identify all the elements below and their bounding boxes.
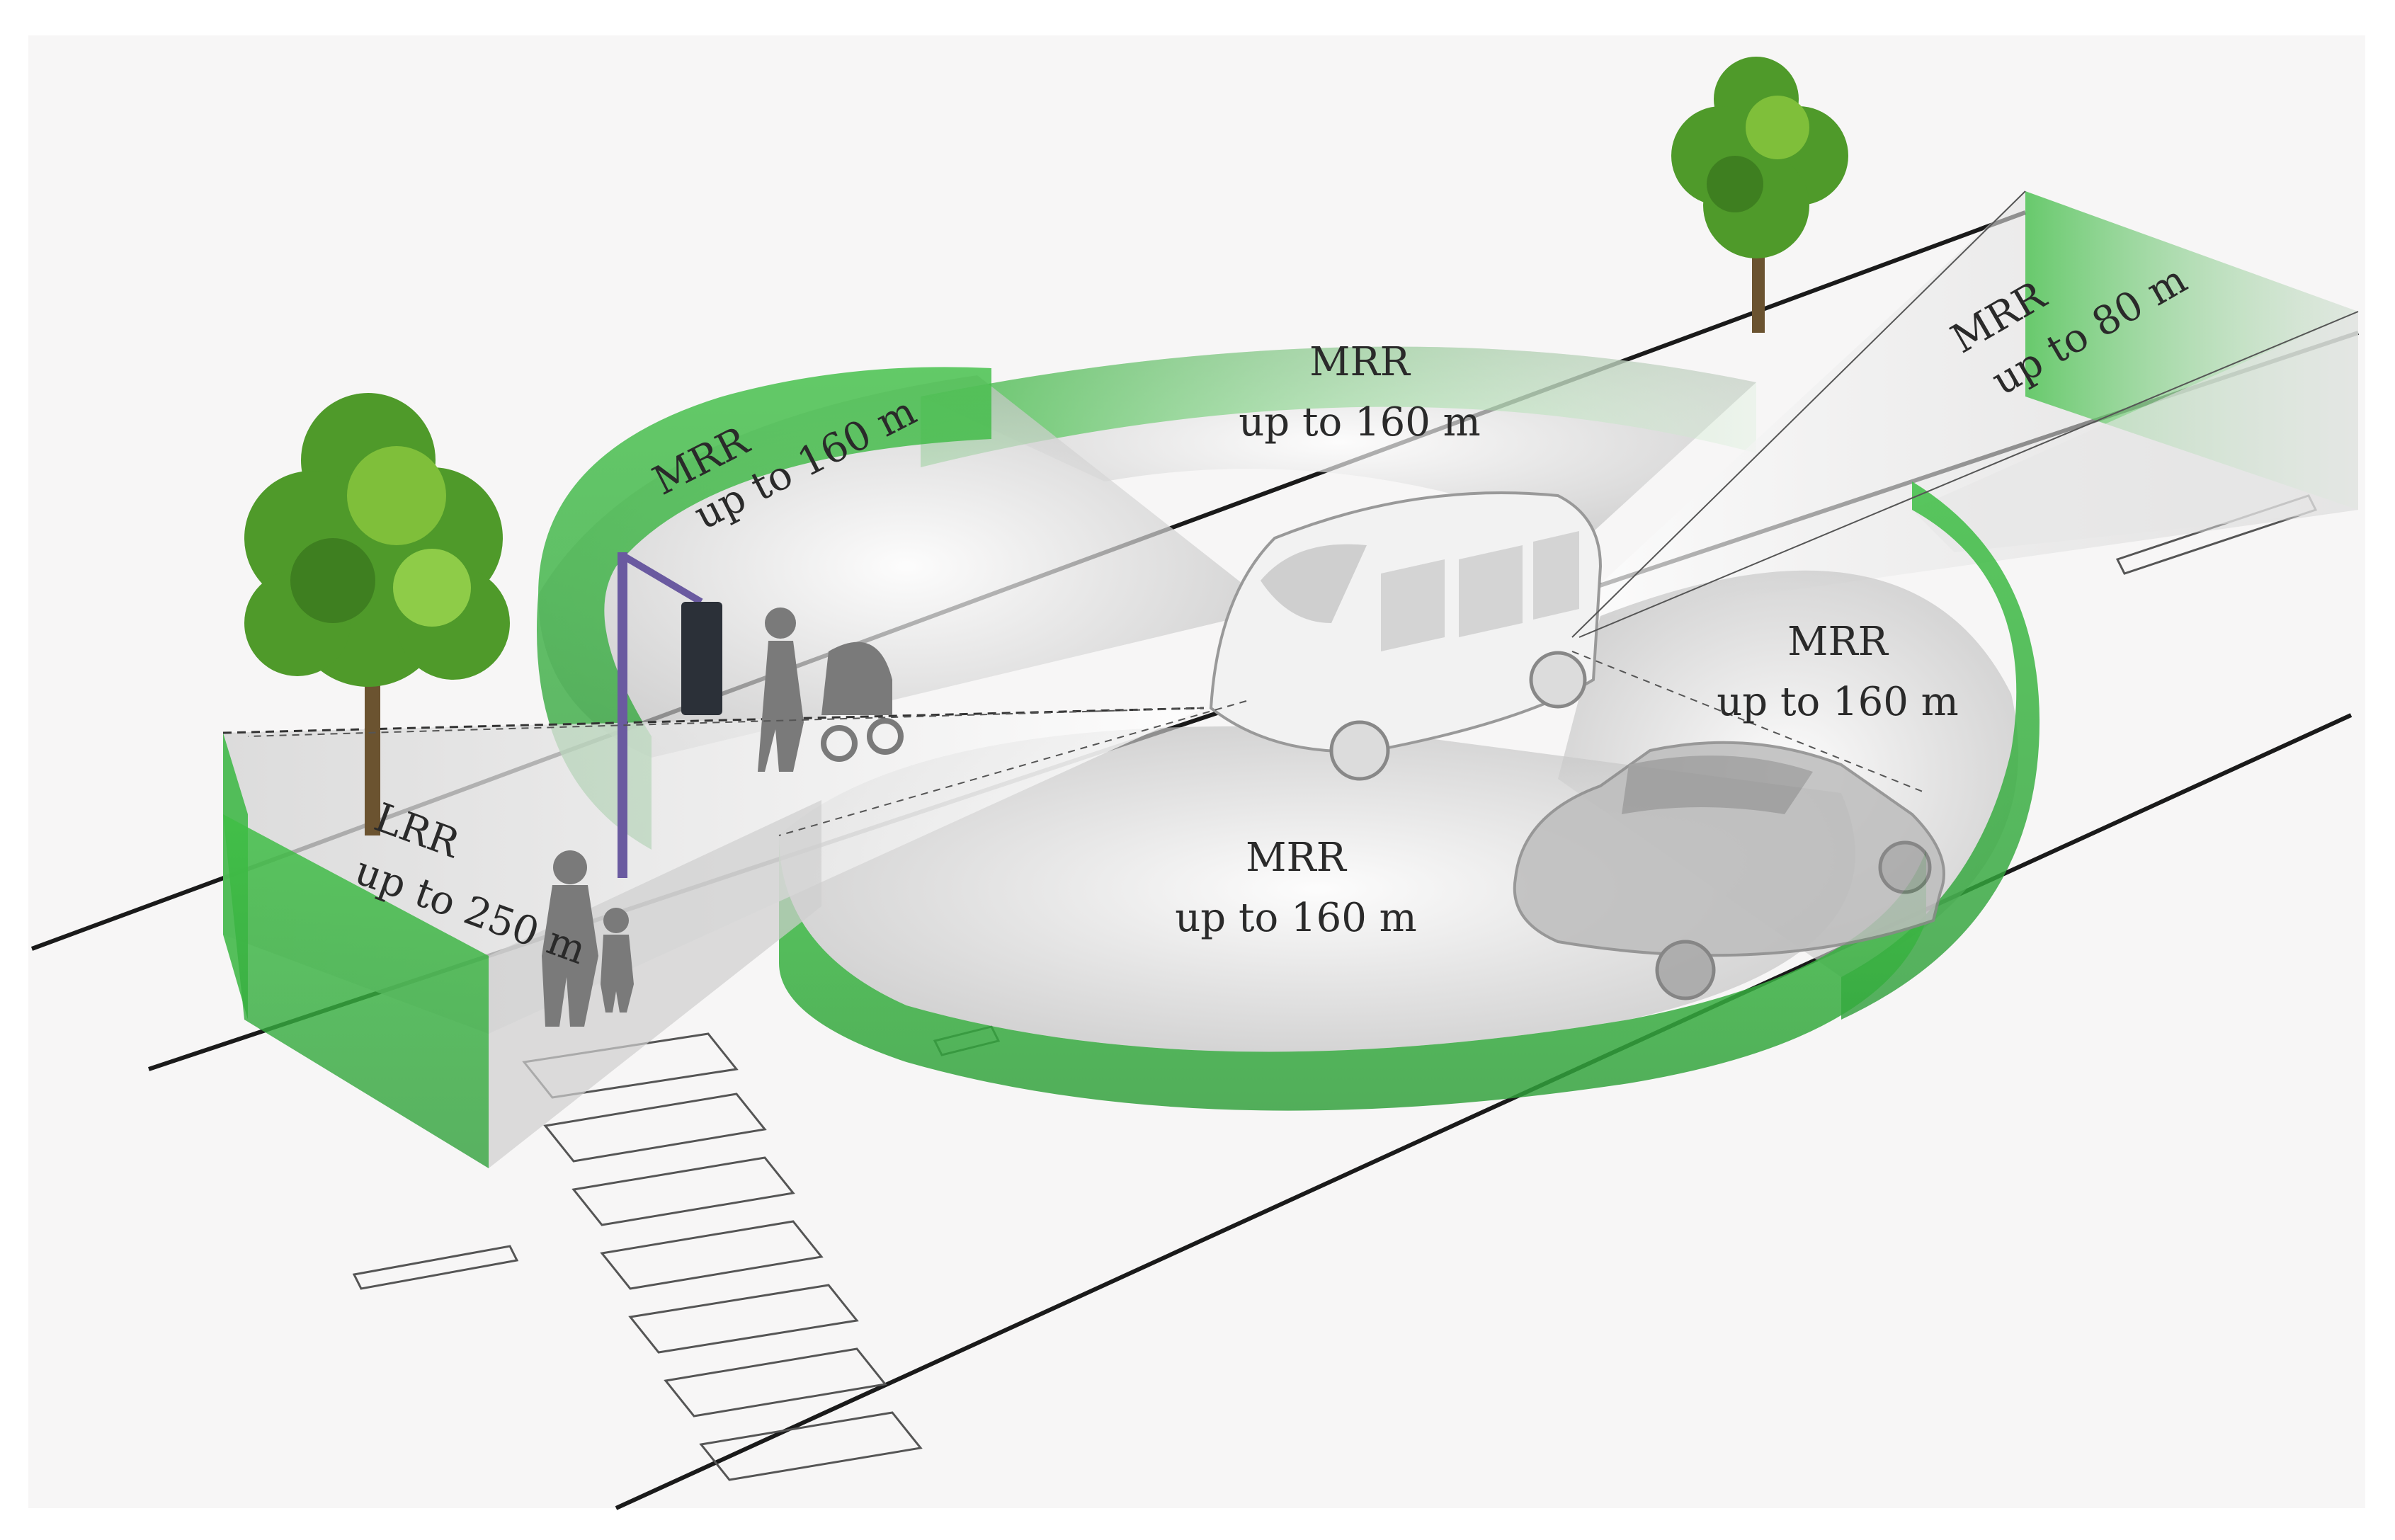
label-right-type: MRR — [1787, 619, 1889, 665]
pedestrian-icon — [765, 608, 796, 639]
zone-front-right-wall-back — [1912, 312, 2358, 552]
pedestrian-with-child — [542, 850, 634, 1027]
zone-rear-wall — [921, 346, 1756, 467]
tree-right — [1671, 57, 1848, 333]
crosswalk — [352, 494, 2318, 1481]
label-rear-type: MRR — [1309, 339, 1411, 385]
pedestrian-icon — [603, 908, 629, 933]
zone-lrr-inner-wall — [489, 800, 821, 1168]
label-rear-range: up to 160 m — [1239, 399, 1481, 445]
label-right-range: up to 160 m — [1717, 679, 1959, 725]
suv-icon — [1513, 741, 1945, 1000]
zone-lrr-front-wall — [223, 814, 489, 1168]
traffic-light-icon — [681, 602, 722, 715]
road-edge-near — [615, 713, 2353, 1510]
pedestrian-with-stroller — [758, 608, 904, 772]
label-front-type: MRR — [1246, 835, 1348, 881]
tree-left-trunk — [365, 637, 380, 835]
zone-long-range — [222, 707, 1205, 1168]
van-icon — [1209, 491, 1603, 781]
zone-front-wall — [779, 835, 1926, 1111]
zone-right-wall — [1841, 481, 2040, 1020]
tree-icon — [1671, 57, 1848, 258]
tree-left — [244, 393, 510, 835]
traffic-light-arm — [621, 552, 703, 605]
zone-rear-left-wall — [537, 367, 991, 850]
tree-icon — [244, 393, 510, 687]
traffic-light-pole — [618, 552, 627, 878]
zone-front-right-mrr — [1558, 191, 2358, 623]
pedestrian-icon — [553, 850, 587, 884]
stroller-icon — [821, 641, 904, 762]
label-front-mrr: MRR up to 160 m — [1175, 835, 1417, 941]
label-rear-mrr: MRR up to 160 m — [1239, 339, 1481, 445]
label-front-range: up to 160 m — [1175, 895, 1417, 941]
zone-lrr-dashed-edge — [222, 707, 1205, 734]
radar-beams — [247, 190, 2359, 836]
label-right-mrr: MRR up to 160 m — [1717, 619, 1959, 725]
traffic-light — [618, 552, 722, 878]
zone-rear-mrr — [921, 346, 1756, 538]
